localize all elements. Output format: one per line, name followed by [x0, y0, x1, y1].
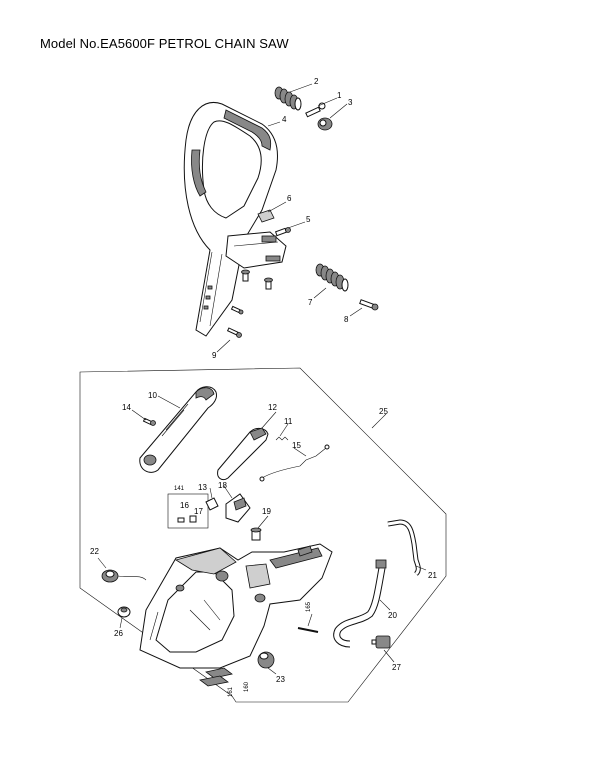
page-title: Model No.EA5600F PETROL CHAIN SAW	[40, 36, 289, 51]
callout-22: 22	[90, 547, 99, 556]
bolt-1	[305, 102, 326, 118]
screw-9	[226, 305, 244, 338]
callout-7: 7	[308, 298, 313, 307]
handle-bracket	[225, 231, 287, 269]
filter-27	[371, 635, 391, 649]
callout-8: 8	[344, 315, 349, 324]
callout-14: 14	[122, 403, 131, 412]
bracket-screws	[241, 269, 273, 290]
callout-2: 2	[314, 77, 319, 86]
callout-17: 17	[194, 507, 203, 516]
callout-4: 4	[282, 115, 287, 124]
front-handle	[183, 102, 278, 337]
cap-3	[317, 117, 333, 131]
callout-16: 16	[180, 501, 189, 510]
callout-23: 23	[276, 675, 285, 684]
pads-160-161	[199, 667, 233, 687]
pin-165	[297, 627, 319, 633]
callout-10: 10	[148, 391, 157, 400]
cap-22	[101, 569, 147, 583]
knob-23	[257, 651, 275, 669]
button-18	[225, 493, 251, 523]
callout-160: 160	[244, 681, 250, 692]
callout-27: 27	[392, 663, 401, 672]
callout-161: 161	[228, 686, 234, 697]
spring-11	[275, 436, 289, 441]
callout-13: 13	[198, 483, 207, 492]
nozzle-19	[250, 527, 262, 541]
callout-6: 6	[287, 194, 292, 203]
callout-15: 15	[292, 441, 301, 450]
callout-141: 141	[174, 486, 185, 492]
screw-5	[274, 227, 291, 237]
rod-15	[259, 444, 330, 482]
callout-20: 20	[388, 611, 397, 620]
parts-box-141	[167, 493, 209, 529]
callout-165: 165	[306, 601, 312, 612]
lower-leaders	[97, 395, 427, 675]
callout-12: 12	[268, 403, 277, 412]
stopper-6	[257, 209, 275, 223]
callout-9: 9	[212, 351, 217, 360]
callout-5: 5	[306, 215, 311, 224]
callout-26: 26	[114, 629, 123, 638]
spring-7	[315, 263, 349, 292]
callout-11: 11	[284, 417, 293, 426]
callout-21: 21	[428, 571, 437, 580]
callout-labels: 2 1 3 4 6 5 7 8 9 25 10 14 12 11 15 141 …	[90, 77, 437, 697]
housing-main	[139, 543, 333, 669]
spring-2	[274, 86, 302, 111]
callout-3: 3	[348, 98, 353, 107]
cover-plate-10	[139, 386, 217, 473]
cap-26	[117, 606, 131, 618]
lever-12	[217, 427, 269, 481]
part-13	[205, 497, 219, 511]
callout-18: 18	[218, 481, 227, 490]
callout-19: 19	[262, 507, 271, 516]
callout-1: 1	[337, 91, 342, 100]
callout-25: 25	[379, 407, 388, 416]
hose-21	[387, 519, 421, 576]
bolt-8	[359, 299, 379, 311]
hose-20	[333, 559, 387, 648]
assembly-25-outline	[79, 367, 447, 703]
upper-leaders	[216, 83, 363, 353]
